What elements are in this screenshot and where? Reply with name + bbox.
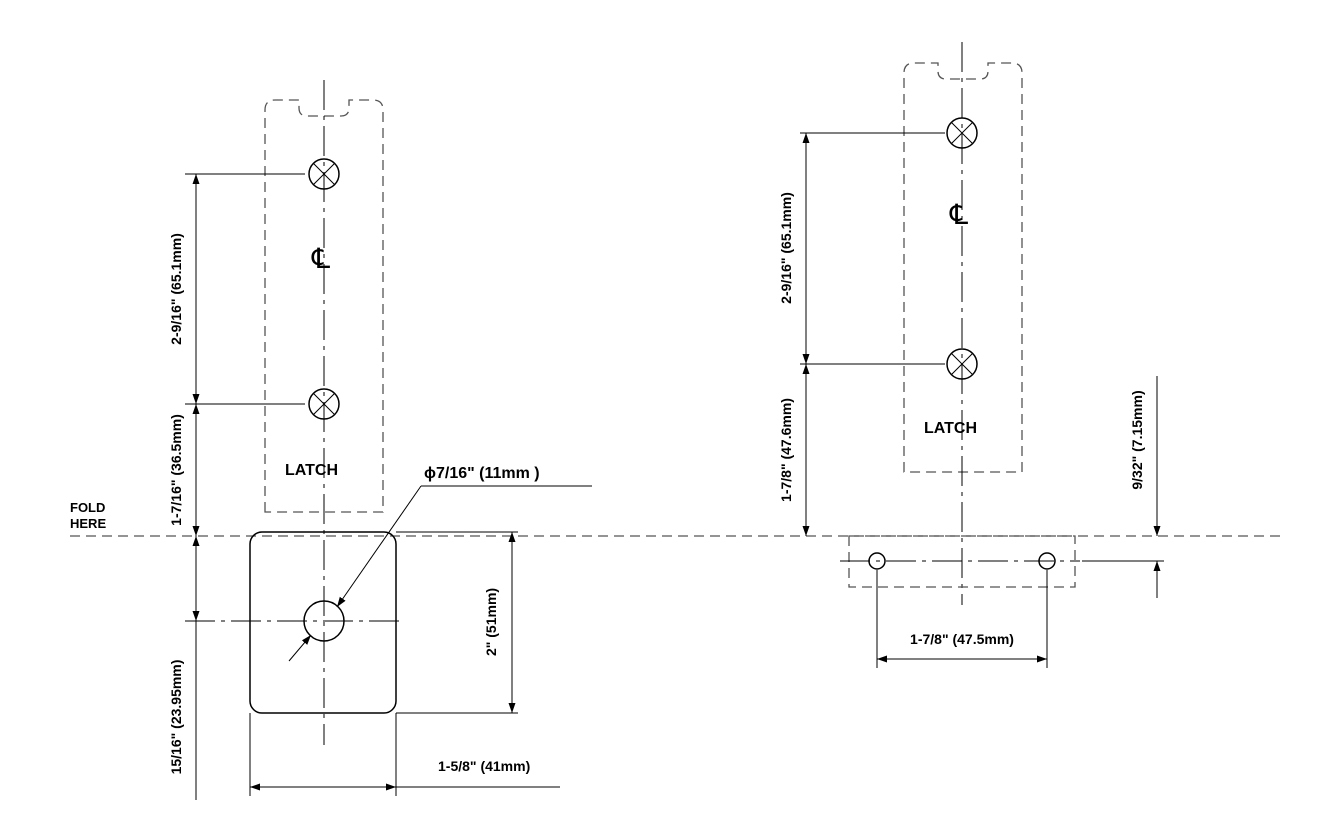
left-screw-top: [308, 158, 340, 190]
left-dim-fold-to-hole: 15/16" (23.95mm): [168, 660, 184, 775]
left-dim-plate-height: 2" (51mm): [483, 588, 499, 656]
left-dim-plate-width: 1-5/8" (41mm): [438, 758, 530, 774]
right-dim-latch-to-fold: 1-7/8" (47.6mm): [778, 398, 794, 502]
fold-label-2: HERE: [70, 516, 106, 531]
left-template: ℄ LATCH 2-9/16" (65.1mm) 1-7/16" (36.5mm…: [168, 80, 592, 800]
right-latch-label: LATCH: [924, 420, 977, 437]
right-latch-outline: [903, 62, 1023, 473]
left-latch-outline: [264, 99, 384, 513]
left-dim-hole-diameter: ϕ7/16" (11mm ): [424, 465, 540, 482]
right-screw-top: [946, 117, 978, 149]
fold-label-1: FOLD: [70, 500, 105, 515]
left-centerline-symbol: ℄: [311, 242, 330, 275]
left-dim-hole-spacing: 2-9/16" (65.1mm): [168, 233, 184, 345]
right-hole-left: [868, 552, 886, 570]
left-screw-bottom: [308, 388, 340, 420]
right-dim-offset: 9/32" (7.15mm): [1129, 390, 1145, 489]
right-screw-bottom: [946, 348, 978, 380]
left-latch-label: LATCH: [285, 462, 338, 479]
right-dim-holes-width: 1-7/8" (47.5mm): [910, 631, 1014, 647]
right-hole-right: [1038, 552, 1056, 570]
right-dim-hole-spacing: 2-9/16" (65.1mm): [778, 192, 794, 304]
left-dim-latch-to-fold: 1-7/16" (36.5mm): [168, 414, 184, 526]
left-strike-plate: [249, 531, 397, 714]
right-template: ℄ LATCH 2-9/16" (65.1mm) 1-7/8" (47.6mm)…: [778, 42, 1164, 668]
right-centerline-symbol: ℄: [949, 198, 968, 231]
